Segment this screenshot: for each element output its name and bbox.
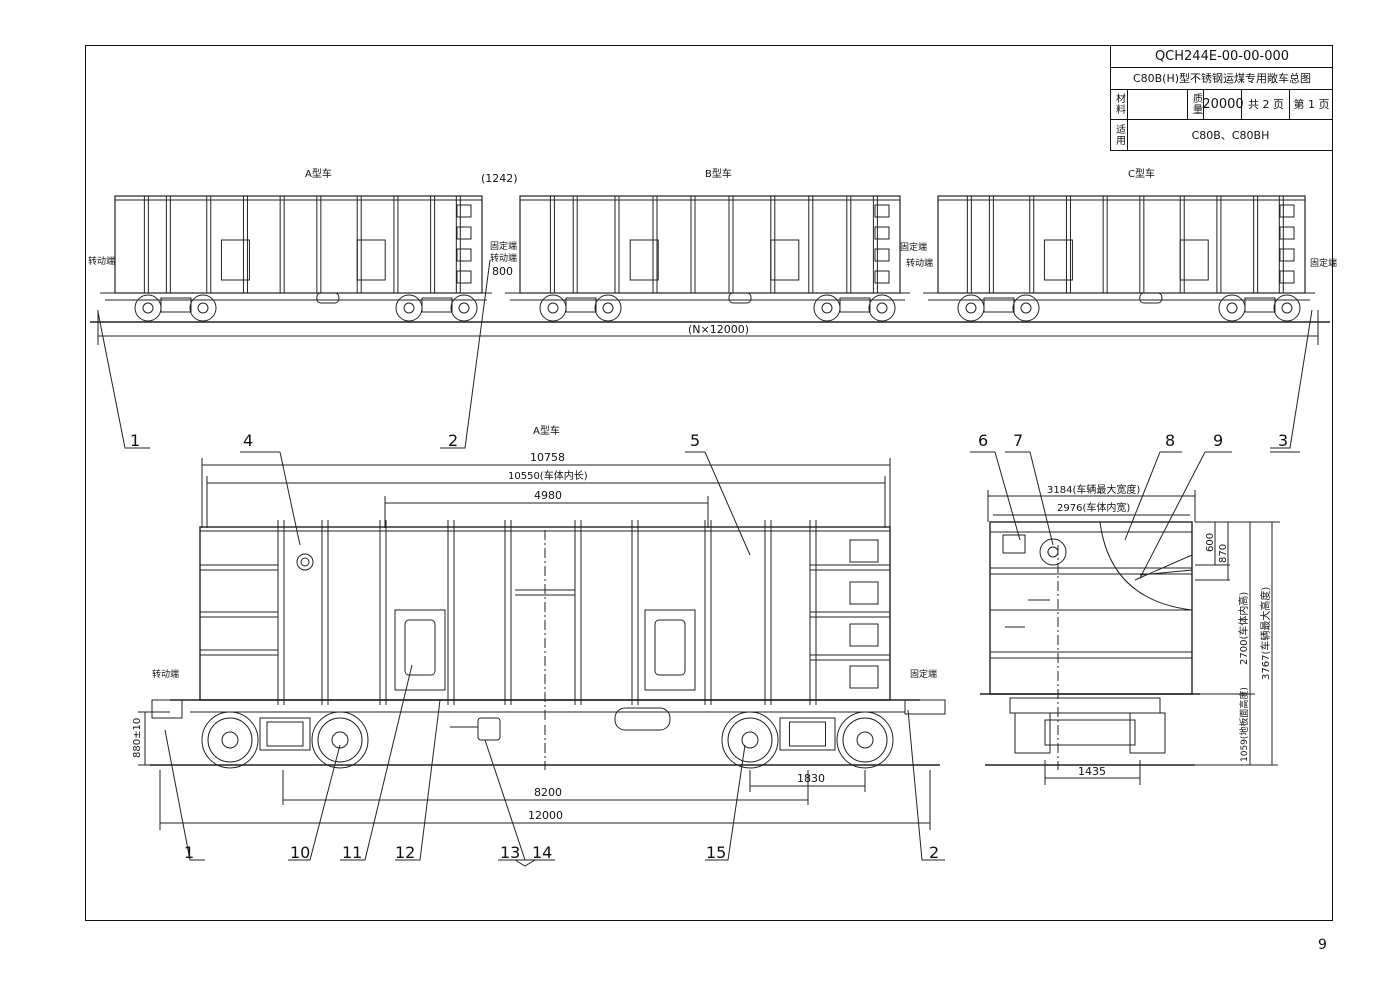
- label-car-c: C型车: [1128, 167, 1155, 180]
- callout-13: 13: [500, 843, 520, 862]
- label-car-b: B型车: [705, 167, 732, 180]
- dim-1435: 1435: [1078, 765, 1106, 778]
- page-number: 9: [1318, 937, 1327, 953]
- dim-8200: 8200: [534, 786, 562, 799]
- label-rotary-end: 转动端: [152, 668, 179, 680]
- side-view-title: A型车: [533, 424, 560, 437]
- callout-1-top: 1: [130, 431, 140, 450]
- dim-12000: 12000: [528, 809, 563, 822]
- train-car-c: [923, 195, 1315, 322]
- callout-2-bottom: 2: [929, 843, 939, 862]
- dim-2976: 2976(车体内宽): [1057, 501, 1130, 514]
- dim-10758: 10758: [530, 451, 565, 464]
- callout-10: 10: [290, 843, 310, 862]
- callout-3: 3: [1278, 431, 1288, 450]
- label-rotary-end-left: 转动端: [88, 255, 115, 267]
- apply-label: 适用: [1113, 123, 1125, 146]
- callout-15: 15: [706, 843, 726, 862]
- title-block-mass-row: 材料 质量 20000 共 2 页 第 1 页: [1111, 89, 1333, 120]
- callout-6: 6: [978, 431, 988, 450]
- callout-5: 5: [690, 431, 700, 450]
- callout-7: 7: [1013, 431, 1023, 450]
- drawing-number: QCH244E-00-00-000: [1111, 45, 1333, 68]
- train-car-a: [100, 195, 492, 322]
- callout-11: 11: [342, 843, 362, 862]
- callout-14: 14: [532, 843, 552, 862]
- material-value: [1127, 89, 1188, 119]
- apply-value: C80B、C80BH: [1127, 119, 1333, 150]
- dim-2700: 2700(车体内高): [1237, 592, 1250, 665]
- label-fixed-end-2: 固定端: [900, 241, 927, 253]
- side-leaders: [164, 451, 945, 867]
- callout-1-bottom: 1: [184, 843, 194, 862]
- dim-1830: 1830: [797, 772, 825, 785]
- mass-value: 20000: [1202, 89, 1244, 119]
- dim-600: 600: [1205, 533, 1216, 552]
- dim-1242: (1242): [481, 172, 518, 185]
- dim-4980: 4980: [534, 489, 562, 502]
- callout-8: 8: [1165, 431, 1175, 450]
- train-elevation: [100, 195, 1315, 322]
- label-fixed-end-1: 固定端: [490, 240, 517, 252]
- train-car-b: [505, 195, 910, 322]
- dim-800: 800: [492, 265, 513, 278]
- total-pages: 共 2 页: [1241, 89, 1290, 119]
- callout-9: 9: [1213, 431, 1223, 450]
- dim-1059: 1059(地板面高度): [1238, 687, 1250, 762]
- dim-total-length: (N×12000): [688, 323, 749, 336]
- label-fixed-end-right: 固定端: [1310, 257, 1337, 269]
- label-rotary-end-2: 转动端: [906, 257, 933, 269]
- label-rotary-end-1: 转动端: [490, 252, 517, 264]
- callout-2-top: 2: [448, 431, 458, 450]
- label-car-a: A型车: [305, 167, 332, 180]
- side-dimensions: [138, 458, 931, 830]
- material-label: 材料: [1113, 93, 1125, 115]
- mass-label: 质量: [1187, 89, 1204, 119]
- page-num: 第 1 页: [1289, 89, 1333, 119]
- dim-870: 870: [1218, 544, 1229, 563]
- title-block: QCH244E-00-00-000 C80B(H)型不锈钢运煤专用敞车总图 材料…: [1110, 45, 1333, 151]
- dim-10550: 10550(车体内长): [508, 469, 588, 482]
- side-elevation: [150, 520, 946, 770]
- dim-3767: 3767(车辆最大高度): [1259, 587, 1272, 680]
- end-elevation: [970, 451, 1300, 785]
- title-block-apply-row: 适用 C80B、C80BH: [1111, 119, 1333, 150]
- callout-4: 4: [243, 431, 253, 450]
- callout-12: 12: [395, 843, 415, 862]
- dim-880: 880±10: [132, 718, 143, 758]
- drawing-name: C80B(H)型不锈钢运煤专用敞车总图: [1111, 67, 1333, 90]
- label-fixed-end: 固定端: [910, 668, 937, 680]
- dim-3184: 3184(车辆最大宽度): [1047, 483, 1140, 496]
- drawing-frame: [85, 45, 1333, 921]
